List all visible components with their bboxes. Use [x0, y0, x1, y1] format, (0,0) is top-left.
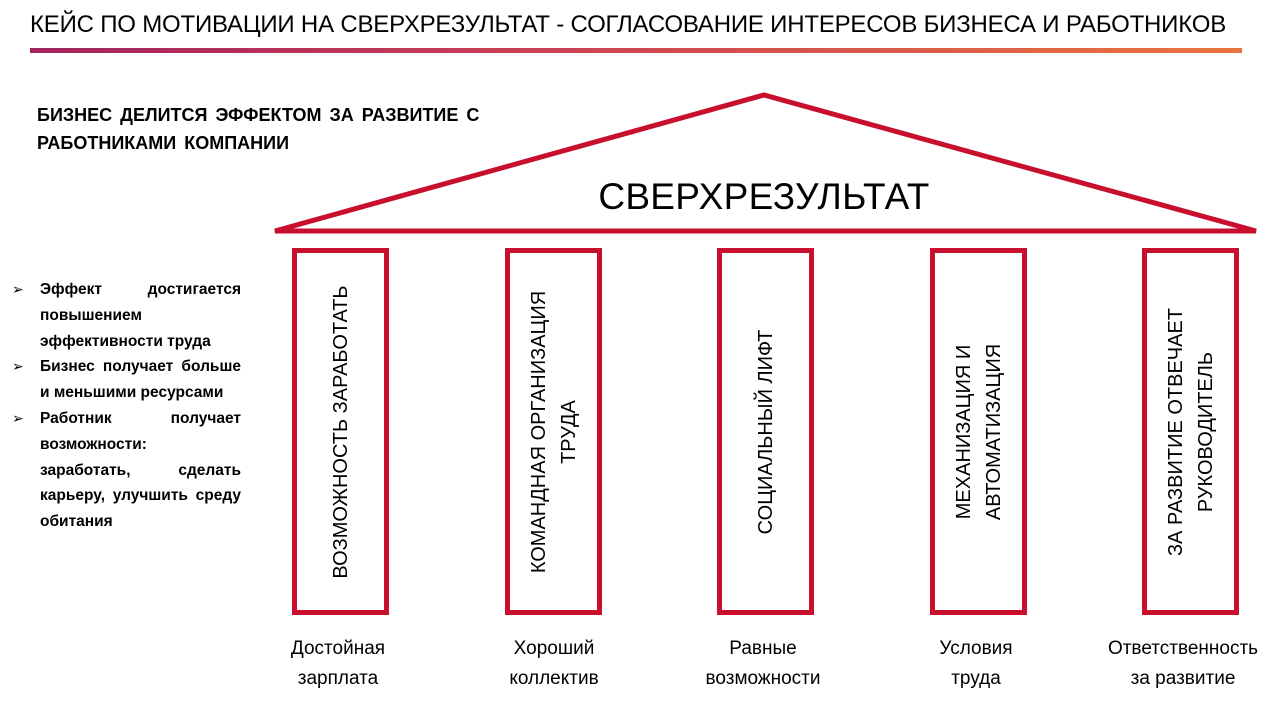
headline: БИЗНЕС ДЕЛИТСЯ ЭФФЕКТОМ ЗА РАЗВИТИЕ С РА…	[37, 101, 537, 157]
caption-line-1: Равные	[729, 638, 797, 659]
bullet-text: Бизнес получает больше и меньшими ресурс…	[40, 358, 241, 402]
caption-line-2: возможности	[705, 668, 821, 689]
pillar-label: ВОЗМОЖНОСТЬ ЗАРАБОТАТЬ	[326, 262, 356, 602]
pillar-label-line-1: КОМАНДНАЯ ОРГАНИЗАЦИЯ	[527, 290, 550, 573]
pillar-earning-opportunity: ВОЗМОЖНОСТЬ ЗАРАБОТАТЬ	[292, 248, 389, 615]
bullet-text: Работник получает возможности: заработат…	[40, 409, 241, 531]
pillar-caption: Равные возможности	[668, 634, 858, 694]
headline-line-2: РАБОТНИКАМИ КОМПАНИИ	[37, 133, 290, 153]
pillar-development-responsibility: ЗА РАЗВИТИЕ ОТВЕЧАЕТ РУКОВОДИТЕЛЬ	[1142, 248, 1239, 615]
pillar-label-line-2: ТРУДА	[557, 399, 580, 464]
caption-line-2: коллектив	[509, 668, 599, 689]
bullet-list: ➢ Эффект достигается повышением эффектив…	[10, 277, 241, 535]
bullet-item: ➢ Работник получает возможности: заработ…	[10, 406, 241, 535]
pillar-label-line-1: СОЦИАЛЬНЫЙ ЛИФТ	[754, 329, 777, 534]
pillar-label: КОМАНДНАЯ ОРГАНИЗАЦИЯ ТРУДА	[524, 262, 584, 602]
pillar-label-line-1: ВОЗМОЖНОСТЬ ЗАРАБОТАТЬ	[329, 284, 352, 579]
caption-line-1: Ответственность	[1107, 638, 1259, 659]
caption-line-1: Условия	[939, 638, 1013, 659]
pillar-label: МЕХАНИЗАЦИЯ И АВТОМАТИЗАЦИЯ	[949, 262, 1009, 602]
pillar-caption: Хороший коллектив	[459, 634, 649, 694]
pillar-team-organization: КОМАНДНАЯ ОРГАНИЗАЦИЯ ТРУДА	[505, 248, 602, 615]
pillar-caption: Условия труда	[881, 634, 1071, 694]
caption-line-2: за развитие	[1130, 668, 1236, 689]
pillar-label-line-1: ЗА РАЗВИТИЕ ОТВЕЧАЕТ	[1164, 307, 1187, 556]
bullet-item: ➢ Эффект достигается повышением эффектив…	[10, 277, 241, 354]
caption-line-2: труда	[951, 668, 1001, 689]
pillar-mechanization: МЕХАНИЗАЦИЯ И АВТОМАТИЗАЦИЯ	[930, 248, 1027, 615]
bullet-text: Эффект достигается повышением эффективно…	[40, 281, 241, 350]
roof-title: СВЕРХРЕЗУЛЬТАТ	[598, 176, 930, 217]
pillar-label-line-2: АВТОМАТИЗАЦИЯ	[982, 343, 1005, 520]
pillar-social-lift: СОЦИАЛЬНЫЙ ЛИФТ	[717, 248, 814, 615]
caption-line-1: Хороший	[513, 638, 595, 659]
arrowhead-bullet-icon: ➢	[12, 281, 24, 297]
caption-line-2: зарплата	[297, 668, 379, 689]
pillar-label: СОЦИАЛЬНЫЙ ЛИФТ	[751, 262, 781, 602]
headline-line-1: БИЗНЕС ДЕЛИТСЯ ЭФФЕКТОМ ЗА РАЗВИТИЕ С	[37, 105, 480, 125]
arrowhead-bullet-icon: ➢	[12, 358, 24, 375]
arrowhead-bullet-icon: ➢	[12, 409, 24, 426]
title-underline	[30, 48, 1242, 53]
bullet-item: ➢ Бизнес получает больше и меньшими ресу…	[10, 354, 241, 406]
pillar-label: ЗА РАЗВИТИЕ ОТВЕЧАЕТ РУКОВОДИТЕЛЬ	[1161, 262, 1221, 602]
pillar-label-line-1: МЕХАНИЗАЦИЯ И	[952, 344, 975, 519]
pillar-caption: Ответственность за развитие	[1088, 634, 1278, 694]
slide-title: КЕЙС ПО МОТИВАЦИИ НА СВЕРХРЕЗУЛЬТАТ - СО…	[30, 11, 1227, 38]
pillar-caption: Достойная зарплата	[243, 634, 433, 694]
caption-line-1: Достойная	[290, 638, 386, 659]
pillar-label-line-2: РУКОВОДИТЕЛЬ	[1194, 351, 1217, 512]
